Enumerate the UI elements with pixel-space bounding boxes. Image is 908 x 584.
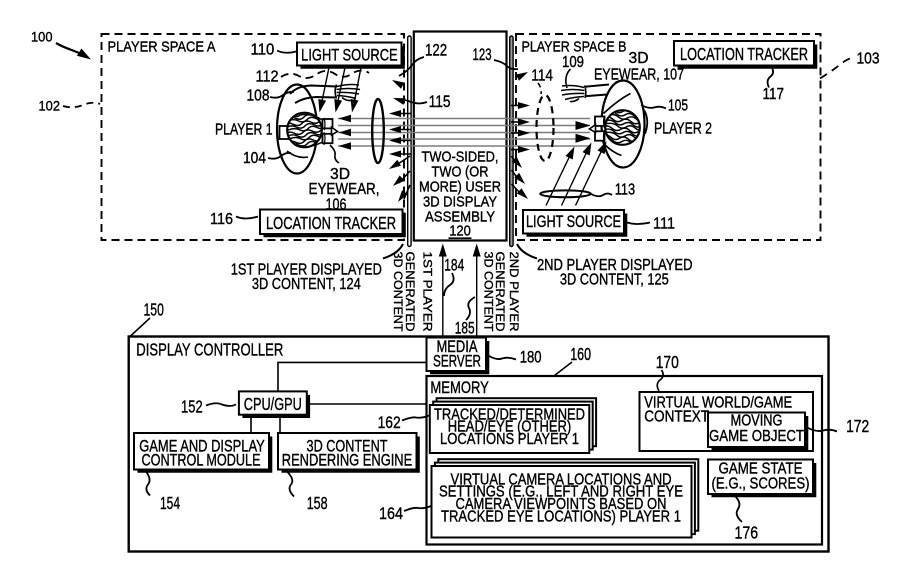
svg-text:3D: 3D [330,165,350,183]
svg-text:2ND PLAYER DISPLAYED: 2ND PLAYER DISPLAYED [537,256,693,274]
svg-text:(E.G., SCORES): (E.G., SCORES) [712,474,810,492]
svg-text:1ST PLAYER DISPLAYED: 1ST PLAYER DISPLAYED [231,260,382,278]
svg-text:184: 184 [444,256,464,275]
svg-text:MORE) USER: MORE) USER [419,178,501,195]
svg-text:PLAYER SPACE A: PLAYER SPACE A [108,38,217,55]
svg-text:TRACKED/DETERMINED: TRACKED/DETERMINED [434,405,585,423]
svg-text:109: 109 [562,54,584,72]
svg-text:RENDERING ENGINE: RENDERING ENGINE [282,451,412,470]
svg-text:111: 111 [653,215,675,233]
svg-text:GAME STATE: GAME STATE [719,459,803,477]
svg-text:HEAD/EYE (OTHER): HEAD/EYE (OTHER) [448,417,572,435]
svg-text:114: 114 [531,67,553,85]
svg-text:CONTROL MODULE: CONTROL MODULE [141,451,260,470]
svg-text:SERVER: SERVER [433,352,481,371]
svg-text:150: 150 [144,300,164,320]
svg-text:108: 108 [247,87,270,105]
svg-text:3D DISPLAY: 3D DISPLAY [423,193,497,210]
svg-text:117: 117 [763,86,785,104]
svg-text:GENERATED: GENERATED [493,252,506,332]
svg-text:LIGHT SOURCE: LIGHT SOURCE [301,46,398,65]
svg-text:1ST PLAYER: 1ST PLAYER [420,252,433,332]
svg-text:3D: 3D [629,49,649,67]
svg-text:105: 105 [668,97,688,115]
svg-text:MEMORY: MEMORY [430,379,488,398]
svg-text:TWO-SIDED,: TWO-SIDED, [422,148,499,165]
svg-text:CONTEXT: CONTEXT [644,407,709,425]
svg-text:164: 164 [379,504,403,523]
svg-text:172: 172 [846,418,869,437]
svg-text:120: 120 [449,222,471,239]
svg-text:TWO (OR: TWO (OR [432,163,489,180]
svg-text:110: 110 [251,41,275,59]
svg-text:3D CONTENT, 124: 3D CONTENT, 124 [252,275,361,293]
svg-text:185: 185 [455,319,475,338]
svg-text:115: 115 [429,92,451,111]
svg-text:180: 180 [520,348,542,367]
svg-text:3D CONTENT: 3D CONTENT [391,252,404,332]
svg-text:LOCATION TRACKER: LOCATION TRACKER [266,215,396,234]
svg-text:MOVING: MOVING [731,411,783,429]
svg-text:160: 160 [570,345,591,365]
svg-text:102: 102 [39,98,61,113]
svg-text:3D CONTENT, 125: 3D CONTENT, 125 [560,270,669,288]
svg-text:ASSEMBLY: ASSEMBLY [425,208,495,225]
svg-text:SETTINGS (E.G., LEFT AND RIGHT: SETTINGS (E.G., LEFT AND RIGHT EYE [439,482,683,500]
svg-text:LOCATIONS PLAYER 1: LOCATIONS PLAYER 1 [440,430,579,448]
svg-text:GAME AND DISPLAY: GAME AND DISPLAY [139,437,265,456]
svg-text:103: 103 [857,50,880,68]
svg-text:123: 123 [473,45,492,64]
svg-text:106: 106 [326,195,347,213]
svg-text:DISPLAY CONTROLLER: DISPLAY CONTROLLER [136,340,283,360]
svg-text:CAMERA VIEWPOINTS BASED ON: CAMERA VIEWPOINTS BASED ON [455,495,666,513]
svg-text:EYEWEAR, 107: EYEWEAR, 107 [594,65,684,83]
svg-text:GENERATED: GENERATED [403,252,416,332]
svg-text:104: 104 [243,150,266,168]
svg-text:122: 122 [425,41,447,60]
svg-text:154: 154 [160,493,180,513]
svg-text:112: 112 [256,68,279,86]
svg-text:MEDIA: MEDIA [437,338,478,357]
svg-text:VIRTUAL CAMERA LOCATIONS AND: VIRTUAL CAMERA LOCATIONS AND [451,470,672,488]
svg-text:158: 158 [307,494,328,514]
svg-text:PLAYER SPACE B: PLAYER SPACE B [522,38,627,55]
svg-text:CPU/GPU: CPU/GPU [244,395,302,415]
svg-text:VIRTUAL WORLD/GAME: VIRTUAL WORLD/GAME [644,393,792,411]
svg-text:100: 100 [31,28,53,45]
svg-text:EYEWEAR,: EYEWEAR, [308,180,379,198]
svg-text:152: 152 [181,397,203,417]
svg-text:LOCATION TRACKER: LOCATION TRACKER [680,46,808,65]
svg-text:116: 116 [210,211,233,229]
svg-text:3D CONTENT: 3D CONTENT [481,252,494,332]
svg-text:113: 113 [615,181,635,199]
svg-text:LIGHT SOURCE: LIGHT SOURCE [526,213,621,232]
svg-text:PLAYER 1: PLAYER 1 [215,120,273,138]
svg-text:176: 176 [735,524,759,543]
svg-text:2ND PLAYER: 2ND PLAYER [507,252,520,332]
svg-text:3D CONTENT: 3D CONTENT [307,437,388,456]
svg-text:GAME OBJECT: GAME OBJECT [709,427,804,445]
svg-text:170: 170 [656,354,679,373]
svg-text:PLAYER 2: PLAYER 2 [654,119,712,137]
svg-text:162: 162 [378,414,401,433]
svg-text:TRACKED EYE LOCATIONS) PLAYER: TRACKED EYE LOCATIONS) PLAYER 1 [441,507,681,525]
